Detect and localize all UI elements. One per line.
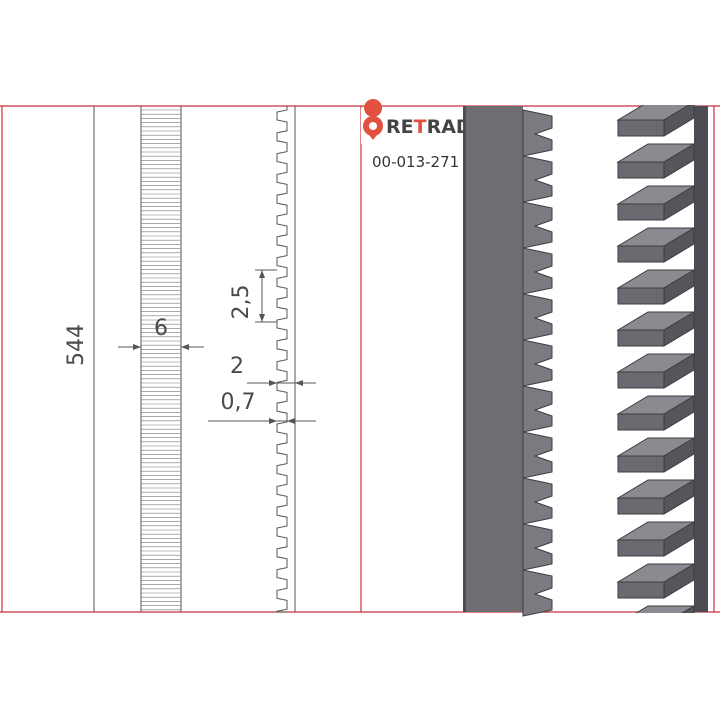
- rack-tooth-side: [663, 269, 695, 305]
- rack-tooth-front: [617, 413, 665, 431]
- rack-tooth-side: [663, 395, 695, 431]
- rack-tooth-side: [663, 311, 695, 347]
- rack-3d-angled: [600, 0, 720, 720]
- tooth-top-dimension: [208, 418, 316, 424]
- part-number: 00-013-271: [372, 153, 459, 171]
- tooth-height-dimension: [247, 380, 316, 386]
- rack-tooth-front: [617, 539, 665, 557]
- rack-tooth-side: [663, 563, 695, 599]
- rack-tooth-front: [617, 119, 665, 137]
- width-dimension-label: 6: [154, 316, 168, 341]
- rack-tooth-side: [663, 185, 695, 221]
- rack-tooth-front: [617, 287, 665, 305]
- drawing-frame: [0, 105, 720, 613]
- rack-tooth-side: [663, 437, 695, 473]
- belt-top-view: [140, 106, 182, 612]
- tooth-height-label: 2: [230, 354, 244, 379]
- rack-tooth-front: [617, 455, 665, 473]
- rack-3d-straight: [463, 106, 553, 617]
- rack-tooth-side: [663, 143, 695, 179]
- width-dimension: [118, 344, 204, 350]
- pitch-dimension: [255, 269, 277, 323]
- rack-tooth-front: [617, 161, 665, 179]
- rack-tooth-side: [663, 479, 695, 515]
- logo-text-t: T: [414, 116, 427, 138]
- rack-tooth-front: [617, 245, 665, 263]
- pitch-dimension-label: 2,5: [229, 285, 254, 320]
- rack-tooth-front: [617, 329, 665, 347]
- tooth-top-label: 0,7: [221, 390, 256, 415]
- belt-side-profile: [276, 106, 296, 613]
- rack-tooth-side: [663, 101, 695, 137]
- logo-text-re: RE: [386, 116, 414, 138]
- rack-tooth-side: [663, 353, 695, 389]
- rack-tooth-side: [663, 227, 695, 263]
- rack-tooth-front: [617, 371, 665, 389]
- location-pin-icon: [363, 99, 383, 140]
- rack-tooth-side: [663, 521, 695, 557]
- length-dimension-label: 544: [64, 324, 89, 366]
- rack-tooth-front: [617, 497, 665, 515]
- rack-tooth-front: [617, 581, 665, 599]
- rack-tooth-front: [617, 203, 665, 221]
